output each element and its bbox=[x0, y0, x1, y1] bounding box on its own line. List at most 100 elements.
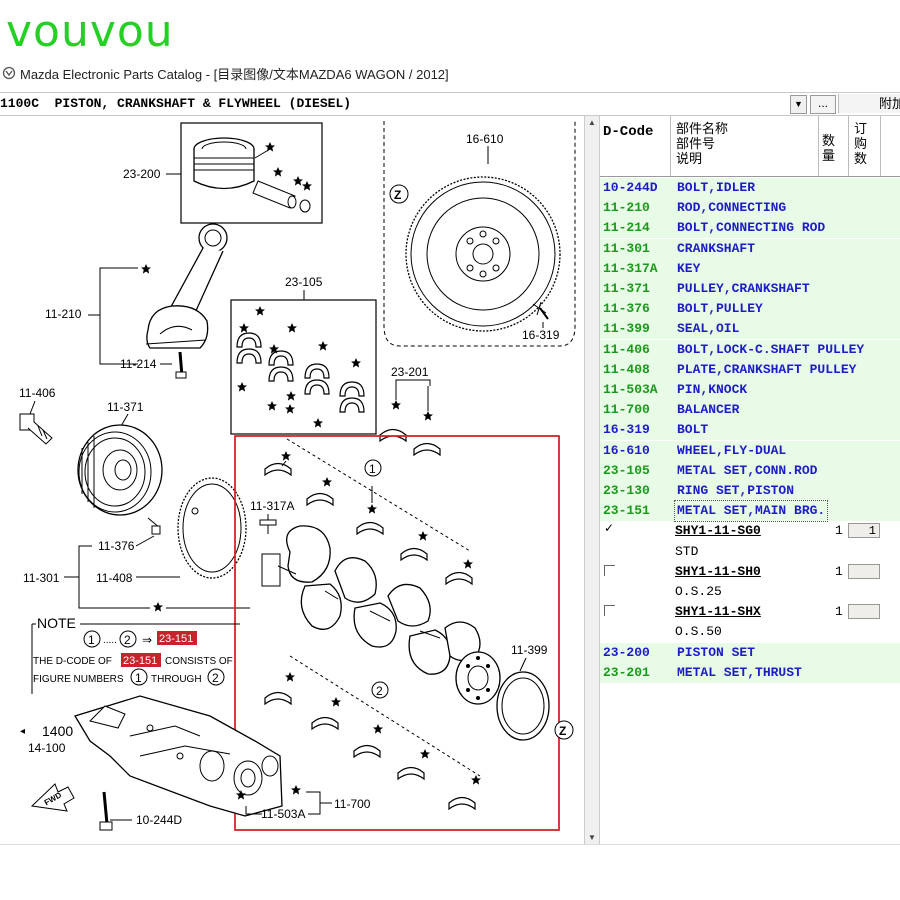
dcode-cell: 16-610 bbox=[603, 442, 650, 458]
part-name-cell: BALANCER bbox=[677, 402, 740, 418]
part-number-cell[interactable]: SHY1-11-SG0 bbox=[675, 523, 761, 539]
order-qty-input[interactable] bbox=[848, 563, 880, 579]
dcode-cell: 11-408 bbox=[603, 361, 650, 377]
table-row[interactable]: 23-201 METAL SET,THRUST bbox=[600, 662, 900, 683]
attach-button[interactable]: 附加 bbox=[838, 94, 900, 113]
label-11-503a[interactable]: 11-503A bbox=[261, 807, 305, 821]
label-16-610[interactable]: 16-610 bbox=[466, 132, 504, 146]
subpart-row[interactable]: SHY1-11-SHX 1 bbox=[600, 602, 900, 622]
svg-text:.....: ..... bbox=[103, 635, 117, 646]
dcode-cell: 11-399 bbox=[603, 321, 650, 337]
order-checkbox[interactable]: ✓ bbox=[604, 522, 615, 537]
more-button[interactable]: ... bbox=[810, 95, 836, 114]
label-23-200[interactable]: 23-200 bbox=[123, 167, 161, 181]
chevron-down-icon[interactable]: ▼ bbox=[790, 95, 807, 114]
note-line3a: FIGURE NUMBERS bbox=[33, 674, 124, 685]
header-dcode: D-Code bbox=[603, 124, 654, 140]
order-checkbox[interactable] bbox=[604, 605, 615, 617]
label-11-399[interactable]: 11-399 bbox=[511, 643, 548, 657]
part-number-cell[interactable]: SHY1-11-SHX bbox=[675, 604, 761, 620]
label-1400[interactable]: 1400 bbox=[42, 723, 73, 739]
dcode-cell: 11-214 bbox=[603, 220, 650, 236]
dcode-cell: 11-371 bbox=[603, 281, 650, 296]
note-circle-1b: 1 bbox=[135, 671, 142, 685]
part-name-cell: BOLT,IDLER bbox=[677, 180, 756, 195]
piston-icon bbox=[193, 137, 255, 190]
part-name-cell: BOLT,LOCK-C.SHAFT PULLEY bbox=[677, 341, 865, 357]
label-11-214[interactable]: 11-214 bbox=[120, 357, 157, 371]
part-name-cell: CRANKSHAFT bbox=[677, 240, 756, 256]
note-line2a: THE D-CODE OF bbox=[33, 656, 112, 667]
dcode-cell: 11-406 bbox=[603, 341, 650, 357]
subpart-desc: O.S.50 bbox=[675, 624, 722, 640]
label-11-301[interactable]: 11-301 bbox=[23, 571, 60, 585]
label-10-244d[interactable]: 10-244D bbox=[136, 813, 182, 827]
diagram-scrollbar[interactable]: ▲ ▼ bbox=[584, 116, 600, 844]
label-23-105[interactable]: 23-105 bbox=[285, 275, 323, 289]
table-row[interactable]: 23-151 METAL SET,MAIN BRG. bbox=[600, 500, 900, 523]
zone-z-marker-bottom: Z bbox=[559, 724, 566, 738]
section-select[interactable]: 1100C PISTON, CRANKSHAFT & FLYWHEEL (DIE… bbox=[0, 96, 352, 111]
part-name-cell: BOLT,PULLEY bbox=[677, 301, 763, 317]
dcode-cell: 11-700 bbox=[603, 402, 650, 418]
table-row[interactable]: 23-200 PISTON SET bbox=[600, 642, 900, 663]
dcode-cell: 11-503A bbox=[603, 382, 658, 397]
label-16-319[interactable]: 16-319 bbox=[522, 328, 560, 342]
circle-marker-1: 1 bbox=[369, 462, 376, 476]
table-row[interactable]: 11-700 BALANCER bbox=[600, 400, 900, 421]
order-checkbox[interactable] bbox=[604, 564, 615, 576]
parts-table-header: D-Code 部件名称 部件号 说明 数量 订购数 bbox=[600, 116, 900, 177]
parts-diagram: 23-200 16-610 Z 16-319 23-105 bbox=[19, 121, 576, 831]
order-qty-input[interactable] bbox=[848, 604, 880, 620]
table-row[interactable]: 11-376 BOLT,PULLEY bbox=[600, 299, 900, 320]
label-11-700[interactable]: 11-700 bbox=[334, 797, 371, 811]
part-name-cell: METAL SET,THRUST bbox=[677, 664, 802, 680]
app-icon bbox=[2, 66, 16, 80]
label-11-371[interactable]: 11-371 bbox=[107, 400, 144, 414]
part-name-cell: PIN,KNOCK bbox=[677, 382, 748, 397]
label-23-201[interactable]: 23-201 bbox=[391, 365, 429, 379]
label-11-210[interactable]: 11-210 bbox=[45, 307, 82, 321]
qty-cell: 1 bbox=[835, 604, 843, 620]
scroll-up-icon[interactable]: ▲ bbox=[588, 118, 596, 127]
svg-text:⇒: ⇒ bbox=[142, 633, 152, 647]
label-11-317a[interactable]: 11-317A bbox=[250, 499, 294, 513]
highlight-box-main-bearing bbox=[234, 435, 560, 831]
header-name: 部件名称 部件号 说明 bbox=[676, 122, 729, 167]
label-14-100[interactable]: 14-100 bbox=[28, 741, 66, 755]
table-row[interactable]: 11-503A PIN,KNOCK bbox=[600, 380, 900, 400]
dcode-cell: 23-201 bbox=[603, 664, 650, 680]
scroll-down-icon[interactable]: ▼ bbox=[588, 833, 596, 842]
subpart-desc: O.S.25 bbox=[675, 584, 722, 599]
dcode-cell: 23-105 bbox=[603, 462, 650, 478]
pulley-lock-bolt-icon bbox=[19, 413, 53, 445]
dcode-cell: 23-200 bbox=[603, 644, 650, 660]
part-number-cell[interactable]: SHY1-11-SH0 bbox=[675, 563, 761, 579]
part-name-cell: METAL SET,MAIN BRG. bbox=[673, 500, 829, 523]
order-qty-input[interactable]: 1 bbox=[848, 523, 880, 539]
label-11-408[interactable]: 11-408 bbox=[96, 571, 133, 585]
part-name-cell: PISTON SET bbox=[677, 644, 756, 660]
table-row[interactable]: 11-406 BOLT,LOCK-C.SHAFT PULLEY bbox=[600, 339, 900, 360]
label-11-406[interactable]: 11-406 bbox=[19, 386, 56, 400]
header-order: 订购数 bbox=[854, 122, 868, 167]
label-11-376[interactable]: 11-376 bbox=[98, 539, 135, 553]
dcode-cell: 11-376 bbox=[603, 301, 650, 317]
toolbar: 1100C PISTON, CRANKSHAFT & FLYWHEEL (DIE… bbox=[0, 92, 900, 116]
dcode-cell: 23-151 bbox=[603, 503, 650, 519]
crankshaft-icon bbox=[261, 525, 501, 705]
